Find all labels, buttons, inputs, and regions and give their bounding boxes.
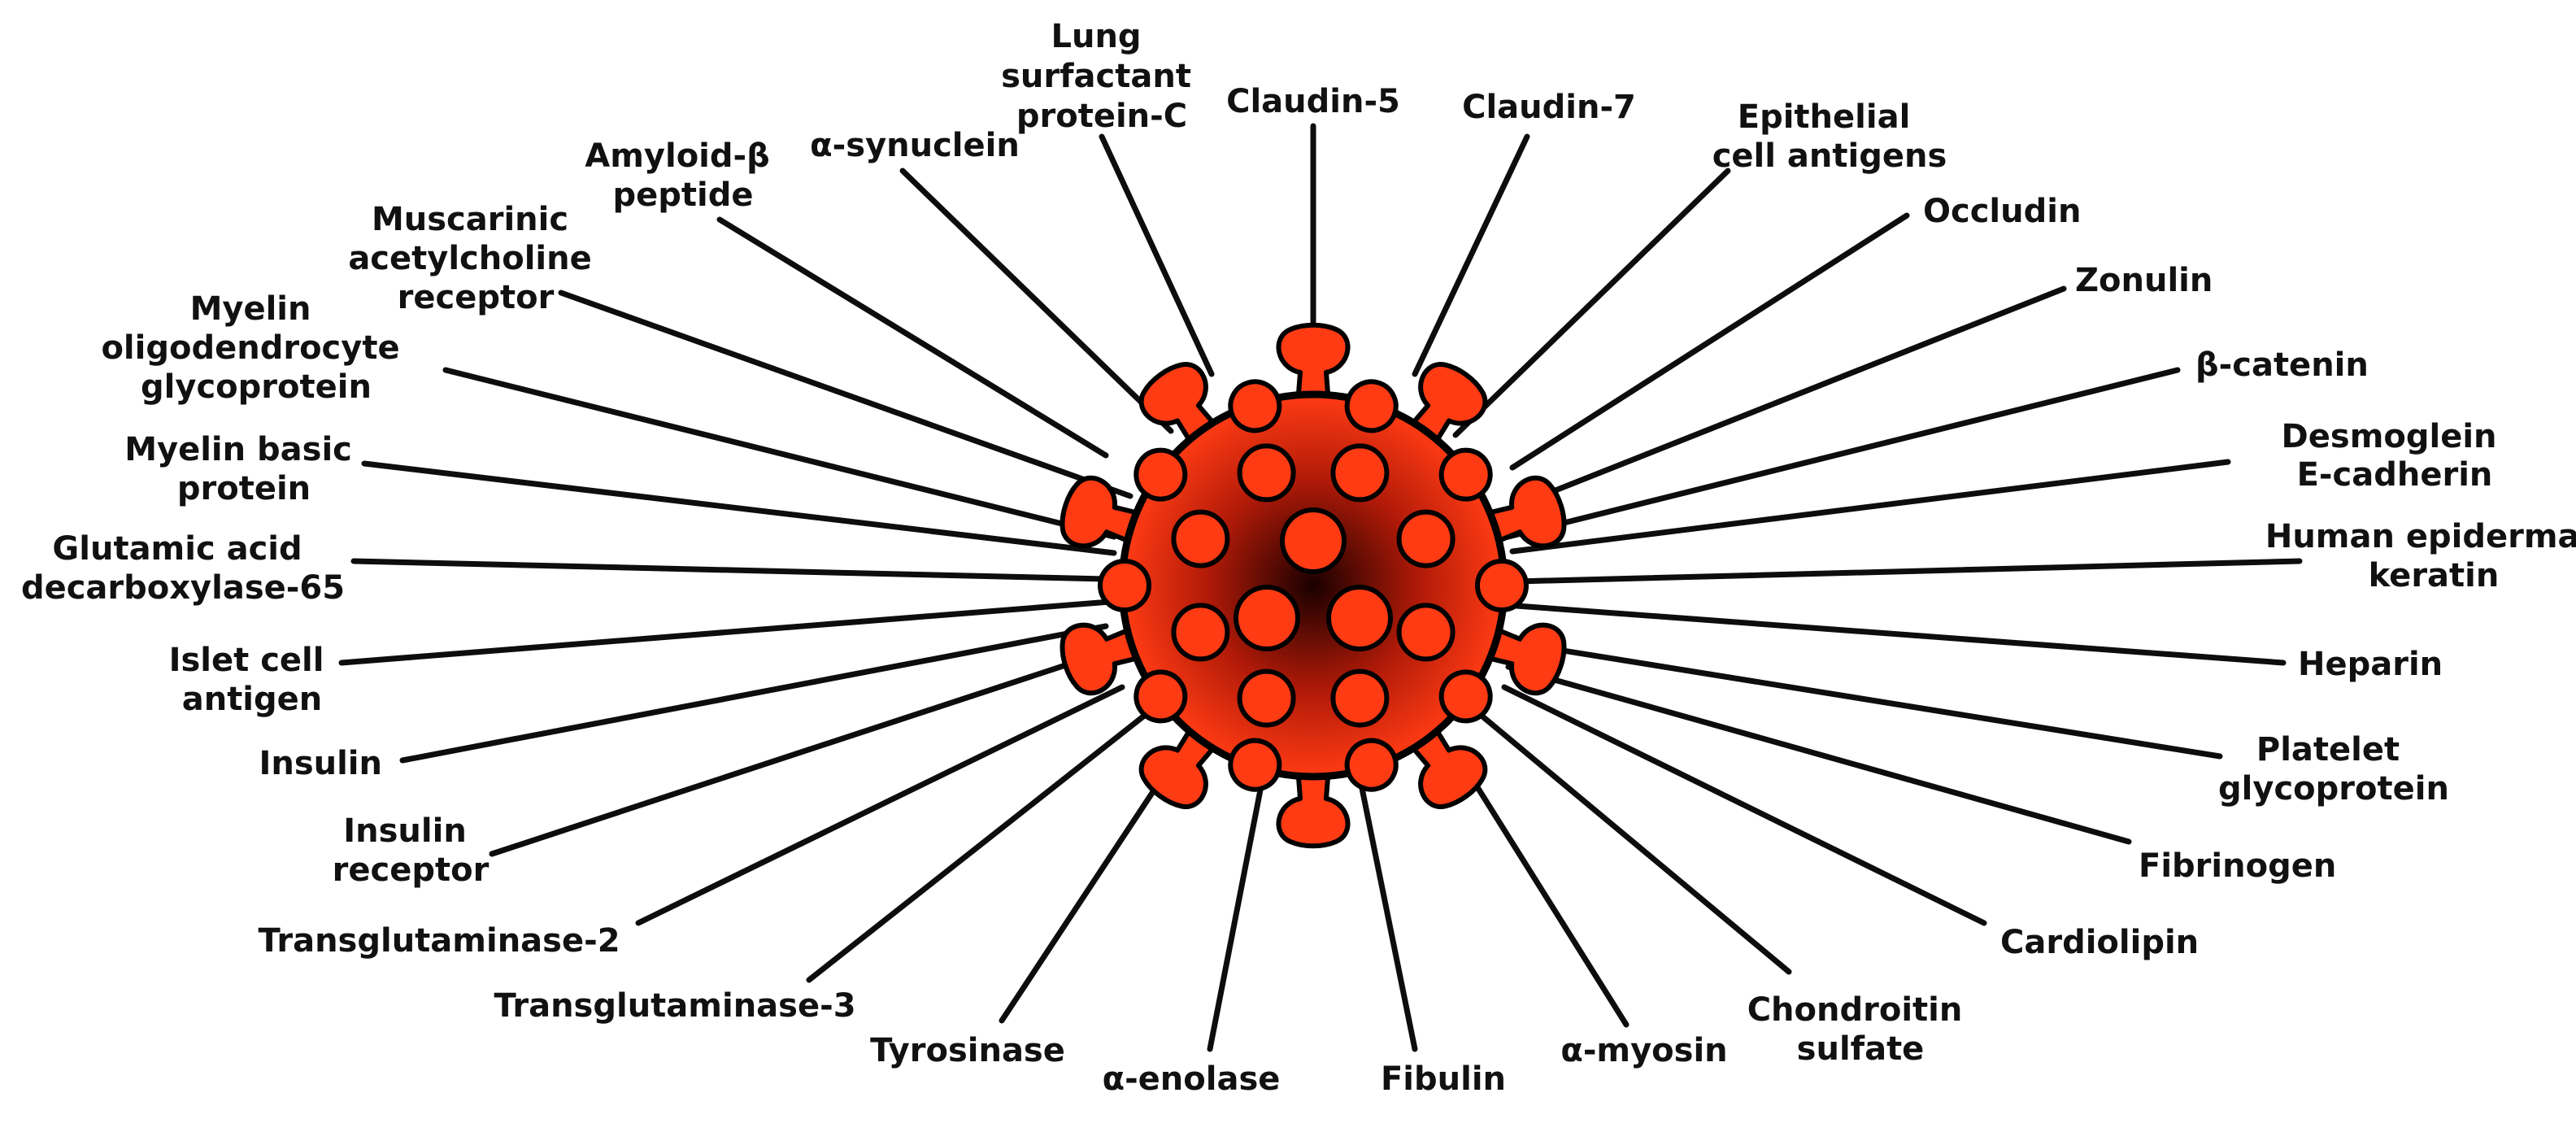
virus-inner-protein bbox=[1171, 603, 1230, 662]
label-epithelial: Epithelial cell antigens bbox=[1712, 98, 1947, 175]
line-lung bbox=[1099, 133, 1215, 377]
label-tyrosinase: Tyrosinase bbox=[870, 1032, 1065, 1069]
label-heparin: Heparin bbox=[2298, 646, 2443, 683]
line-cardiolipin bbox=[1501, 684, 1987, 926]
label-tg3: Transglutaminase-3 bbox=[494, 987, 855, 1025]
label-fibulin: Fibulin bbox=[1381, 1060, 1506, 1098]
label-lung: Lung surfactant protein-C bbox=[1001, 18, 1203, 135]
virus-knob bbox=[1134, 447, 1188, 502]
line-tg3 bbox=[806, 704, 1158, 983]
virus-inner-protein bbox=[1396, 603, 1456, 662]
label-amyloid: Amyloid-β peptide bbox=[585, 137, 781, 214]
virus-inner-protein bbox=[1330, 668, 1390, 728]
virus-core-protein bbox=[1234, 585, 1300, 651]
connector-lines bbox=[338, 123, 2303, 1052]
line-mog bbox=[442, 367, 1117, 540]
line-muscarinic bbox=[558, 290, 1134, 499]
virus-core-protein bbox=[1280, 507, 1347, 574]
line-keratin bbox=[1513, 558, 2303, 585]
label-asynuclein: α-synuclein bbox=[810, 127, 1020, 164]
label-bcatenin: β-catenin bbox=[2195, 346, 2369, 384]
line-desmoglein bbox=[1509, 459, 2231, 555]
label-occludin: Occludin bbox=[1923, 193, 2081, 230]
label-cardiolipin: Cardiolipin bbox=[2000, 924, 2199, 961]
antigen-labels: Lung surfactant protein-C Claudin-5 Clau… bbox=[21, 18, 2576, 1098]
label-chondroitin: Chondroitin sulfate bbox=[1747, 991, 1974, 1068]
virus-inner-protein bbox=[1237, 668, 1296, 728]
line-zonulin bbox=[1517, 285, 2067, 507]
label-mbp: Myelin basic protein bbox=[124, 431, 363, 507]
virus-inner-protein bbox=[1330, 443, 1390, 503]
line-occludin bbox=[1509, 212, 1910, 471]
virus-spike bbox=[1276, 754, 1351, 849]
line-heparin bbox=[1513, 603, 2287, 666]
label-claudin7: Claudin-7 bbox=[1462, 89, 1636, 126]
label-mog: Myelin oligodendrocyte glycoprotein bbox=[101, 290, 411, 406]
line-tg2 bbox=[635, 684, 1125, 926]
line-gad65 bbox=[350, 558, 1109, 582]
label-zonulin: Zonulin bbox=[2075, 262, 2213, 299]
line-aenolase bbox=[1207, 745, 1272, 1052]
line-bcatenin bbox=[1505, 367, 2181, 540]
label-insulin: Insulin bbox=[259, 745, 382, 782]
label-muscarinic: Muscarinic acetylcholine receptor bbox=[348, 201, 603, 316]
virus-surface-proteins bbox=[1098, 379, 1529, 792]
virus-inner-protein bbox=[1171, 509, 1230, 568]
virus-body bbox=[1118, 390, 1508, 781]
virus-inner-protein bbox=[1237, 443, 1296, 503]
virus-knob bbox=[1134, 669, 1188, 724]
virus-knob bbox=[1344, 379, 1399, 433]
virus-knob bbox=[1228, 379, 1282, 433]
virus-knob bbox=[1438, 669, 1493, 724]
virus-illustration bbox=[1060, 322, 1567, 849]
virus-knob bbox=[1228, 738, 1282, 792]
label-aenolase: α-enolase bbox=[1103, 1060, 1281, 1098]
line-tyrosinase bbox=[999, 749, 1182, 1024]
label-islet: Islet cell antigen bbox=[169, 642, 336, 718]
virus-knob bbox=[1098, 559, 1151, 612]
virus-core-protein bbox=[1326, 585, 1393, 651]
virus-knob bbox=[1438, 447, 1493, 502]
label-amyosin: α-myosin bbox=[1560, 1032, 1727, 1069]
line-insulin bbox=[399, 623, 1109, 764]
label-claudin5: Claudin-5 bbox=[1226, 83, 1400, 120]
label-insulinreceptor: Insulin receptor bbox=[333, 812, 490, 889]
line-islet bbox=[338, 599, 1113, 666]
virus-inner-protein bbox=[1396, 509, 1456, 568]
line-fibrinogen bbox=[1505, 664, 2132, 845]
virus-knob bbox=[1475, 559, 1529, 612]
label-tg2: Transglutaminase-2 bbox=[258, 922, 620, 960]
label-gad65: Glutamic acid decarboxylase-65 bbox=[21, 530, 345, 607]
virus-spike bbox=[1276, 322, 1351, 417]
line-asynuclein bbox=[899, 168, 1174, 434]
label-keratin: Human epidermal keratin bbox=[2265, 518, 2576, 594]
label-fibrinogen: Fibrinogen bbox=[2139, 847, 2336, 885]
line-fibulin bbox=[1351, 745, 1418, 1052]
line-amyloid bbox=[716, 216, 1109, 459]
line-amyosin bbox=[1452, 749, 1630, 1028]
label-desmoglein: Desmoglein E-cadherin bbox=[2282, 418, 2509, 494]
line-insulinreceptor bbox=[489, 647, 1113, 857]
label-platelet: Platelet glycoprotein bbox=[2218, 731, 2449, 808]
line-claudin7 bbox=[1412, 133, 1530, 377]
line-mbp bbox=[361, 460, 1117, 556]
line-chondroitin bbox=[1469, 704, 1792, 975]
virus-knob bbox=[1344, 738, 1399, 792]
line-epithelial bbox=[1452, 168, 1731, 438]
line-platelet bbox=[1509, 639, 2223, 760]
